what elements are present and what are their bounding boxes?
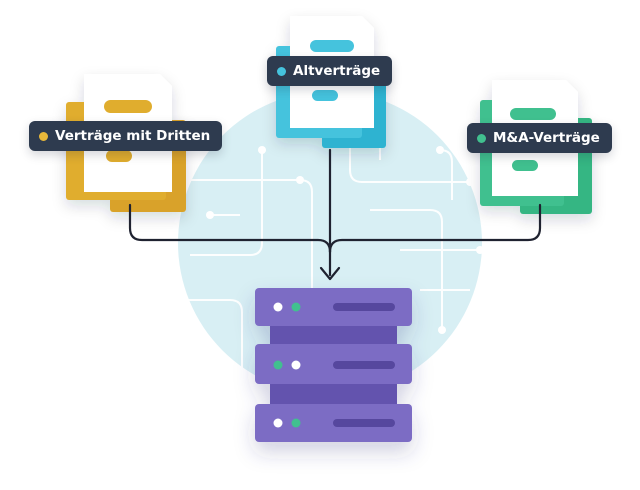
status-dot-icon bbox=[477, 133, 486, 143]
status-dot-icon bbox=[277, 66, 286, 76]
label-legacy-contracts: Altverträge bbox=[267, 56, 393, 86]
connector-lines bbox=[128, 148, 542, 277]
arrow-down-icon bbox=[319, 266, 341, 281]
server-indicators bbox=[273, 302, 395, 428]
label-legacy-text: Altverträge bbox=[293, 63, 381, 79]
status-dot-icon bbox=[39, 131, 48, 141]
label-third-party-text: Verträge mit Dritten bbox=[55, 128, 211, 144]
label-mna-text: M&A-Verträge bbox=[493, 130, 600, 146]
label-third-party-contracts: Verträge mit Dritten bbox=[29, 121, 223, 151]
label-mna-contracts: M&A-Verträge bbox=[467, 123, 612, 153]
